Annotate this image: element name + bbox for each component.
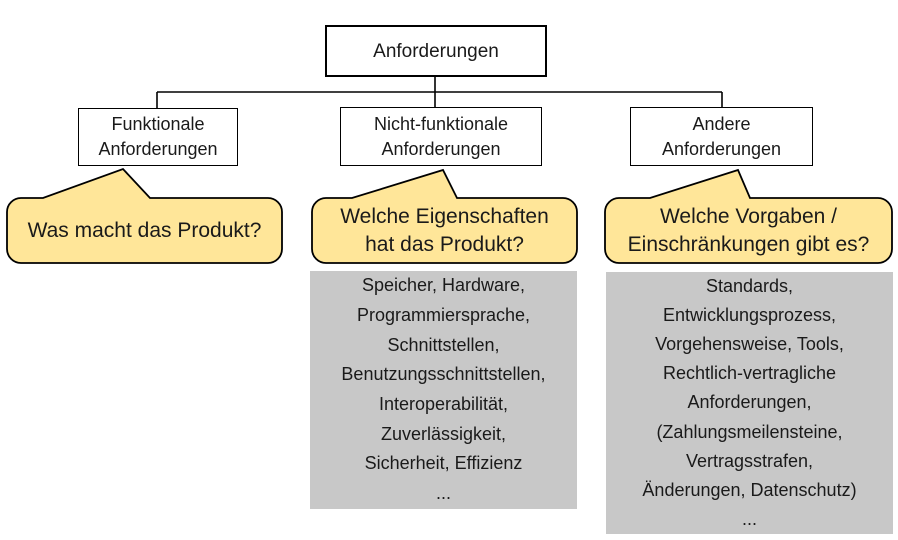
detail-line: Sicherheit, Effizienz [364, 453, 523, 474]
node-andere-anforderungen: Andere Anforderungen [630, 107, 813, 166]
detail-line: ... [435, 483, 451, 504]
detail-line: Anforderungen, [687, 392, 812, 413]
node-funktionale-anforderungen: Funktionale Anforderungen [78, 108, 238, 166]
detail-line: Programmiersprache, [356, 304, 531, 325]
detail-line: Interoperabilität, [378, 394, 509, 414]
callout-text-line: Was macht das Produkt? [27, 218, 262, 242]
node-anforderungen: Anforderungen [325, 25, 547, 77]
detail-line: Benutzungsschnittstellen, [341, 364, 546, 385]
node-label-line: Funktionale [111, 114, 205, 134]
detail-line: Änderungen, Datenschutz) [642, 479, 857, 500]
node-label-line: Anforderungen [381, 138, 501, 159]
detail-line: Rechtlich-vertragliche [662, 363, 837, 384]
detail-line: Schnittstellen, [387, 334, 500, 355]
detail-box-nicht-funktionale: Speicher, Hardware, Programmiersprache, … [310, 271, 577, 509]
detail-box-andere: Standards, Entwicklungsprozess, Vorgehen… [606, 272, 893, 534]
callout-bubble-funktionale [6, 167, 283, 264]
callout-text-line: Welche Vorgaben / [659, 204, 838, 228]
detail-line: Standards, [705, 276, 794, 297]
node-label-line: Andere [692, 113, 751, 134]
detail-line: Speicher, Hardware, [361, 275, 526, 296]
detail-line: Entwicklungsprozess, [662, 305, 837, 326]
detail-line: Zuverlässigkeit, [380, 423, 507, 444]
callout-bubble-nicht-funktionale [311, 168, 578, 264]
callout-text-line: hat das Produkt? [365, 232, 524, 256]
node-label-line: Nicht-funktionale [373, 113, 509, 134]
callout-bubble-andere [604, 168, 893, 264]
callout-text-welche-vorgaben: Welche Vorgaben / Einschränkungen gibt e… [605, 198, 892, 263]
detail-line: ... [741, 508, 757, 529]
callout-text-welche-eigenschaften: Welche Eigenschaften hat das Produkt? [312, 198, 577, 263]
node-nicht-funktionale-anforderungen: Nicht-funktionale Anforderungen [340, 107, 542, 166]
detail-line: Vorgehensweise, Tools, [655, 334, 844, 355]
detail-line: (Zahlungsmeilensteine, [656, 421, 843, 442]
detail-line: Vertragsstrafen, [685, 450, 814, 471]
callout-text-was-macht-das-produkt: Was macht das Produkt? [7, 198, 282, 263]
node-label-line: Anforderungen [661, 138, 782, 159]
node-label-line: Anforderungen [98, 139, 218, 159]
node-anforderungen-label: Anforderungen [373, 40, 499, 62]
callout-text-line: Einschränkungen gibt es? [627, 232, 870, 256]
callout-text-line: Welche Eigenschaften [340, 204, 549, 228]
